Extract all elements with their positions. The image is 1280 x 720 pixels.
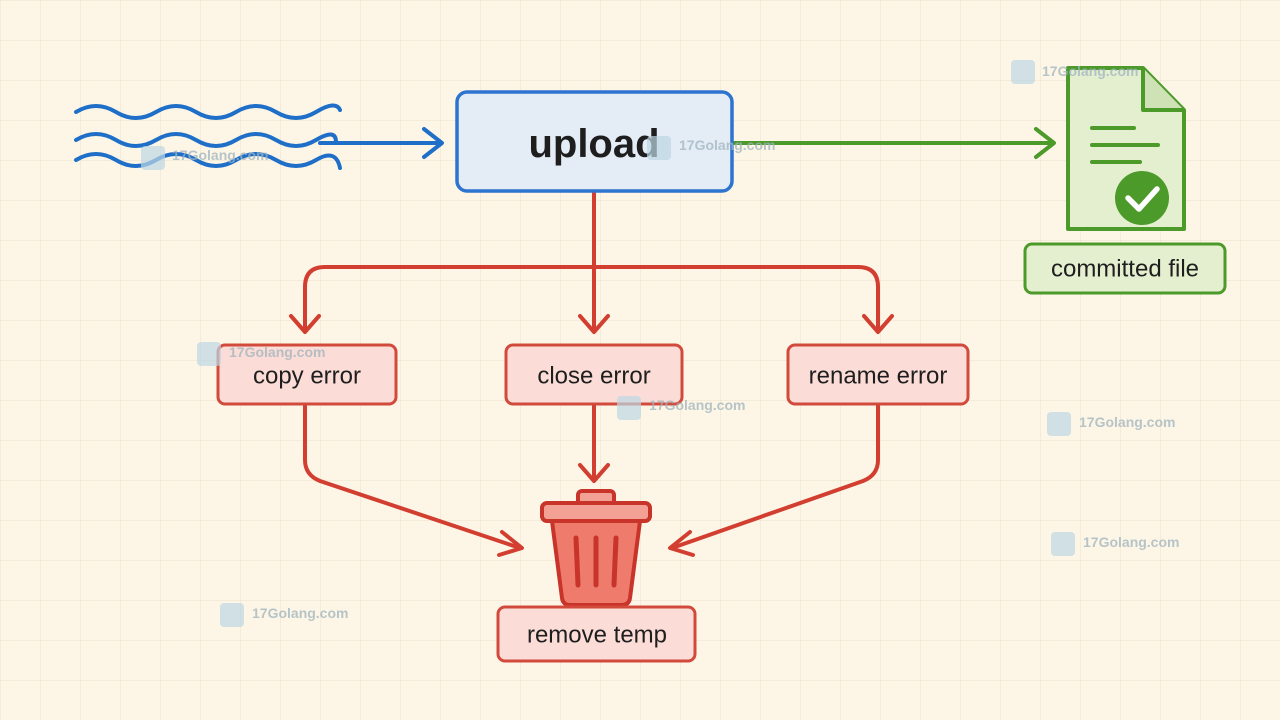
committed-file-node: committed file <box>1023 242 1227 295</box>
watermark: 17Golang.com <box>220 603 348 627</box>
arrow-upload-to-committed <box>731 127 1056 159</box>
watermark-text: 17Golang.com <box>679 137 775 153</box>
rename-error-label: rename error <box>809 363 948 390</box>
watermark: 17Golang.com <box>1011 60 1138 84</box>
wave-lines-icon <box>74 103 342 170</box>
arrow-input-to-upload <box>318 127 444 159</box>
remove-temp-node: remove temp <box>496 605 697 663</box>
watermark: 17Golang.com <box>141 146 268 170</box>
close-error-label: close error <box>537 363 650 390</box>
watermark-text: 17Golang.com <box>649 397 745 413</box>
copy-error-node: copy error <box>216 343 398 406</box>
watermark-text: 17Golang.com <box>1079 414 1175 430</box>
watermark: 17Golang.com <box>1047 412 1175 436</box>
arrows-errors-to-trash <box>303 403 880 557</box>
watermark: 17Golang.com <box>197 342 325 366</box>
trash-can-icon <box>540 489 652 607</box>
watermark-text: 17Golang.com <box>229 344 325 360</box>
committed-file-label: committed file <box>1051 256 1199 283</box>
close-error-node: close error <box>504 343 684 406</box>
watermark-text: 17Golang.com <box>252 605 348 621</box>
rename-error-node: rename error <box>786 343 970 406</box>
document-check-icon <box>1066 66 1186 231</box>
upload-node: upload <box>455 90 734 193</box>
remove-temp-label: remove temp <box>527 622 667 649</box>
watermark: 17Golang.com <box>647 136 775 160</box>
watermark: 17Golang.com <box>1051 532 1179 556</box>
arrows-upload-to-errors <box>289 190 894 334</box>
upload-label: upload <box>528 122 659 166</box>
watermark-text: 17Golang.com <box>1042 63 1138 79</box>
watermark: 17Golang.com <box>617 396 745 420</box>
copy-error-label: copy error <box>253 363 361 390</box>
watermark-text: 17Golang.com <box>172 147 268 163</box>
watermark-text: 17Golang.com <box>1083 534 1179 550</box>
